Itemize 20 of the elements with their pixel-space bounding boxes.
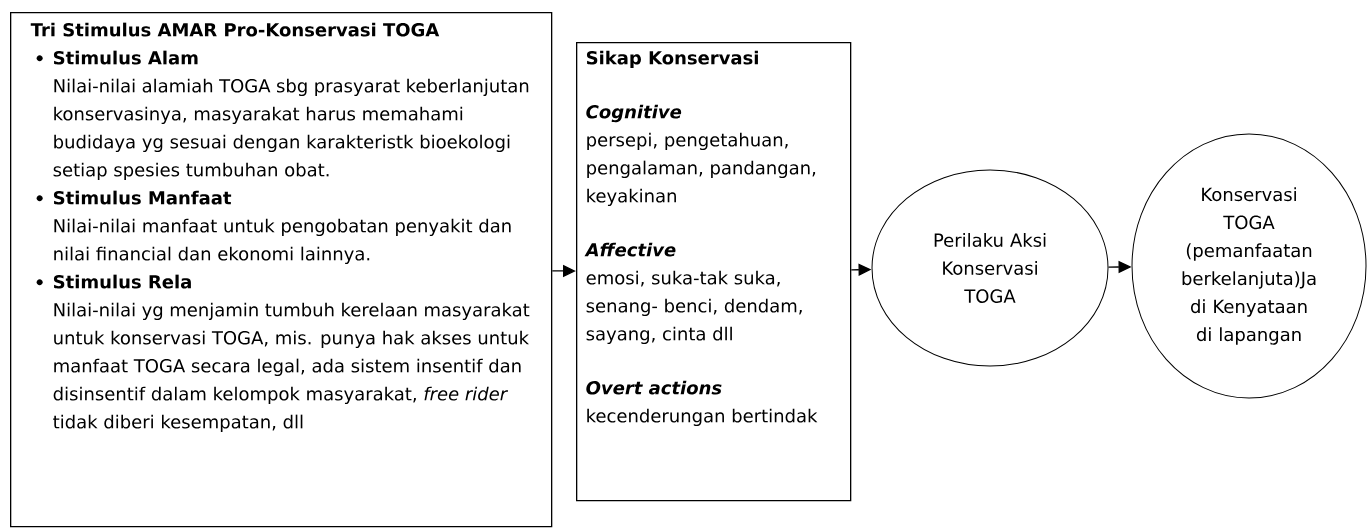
body-text: emosi, suka-tak suka, senang- benci, dendam, sayang, cinta dll [586, 270, 802, 345]
bullet-heading: Stimulus Alam [53, 50, 198, 65]
bullet-heading: Stimulus Manfaat [53, 190, 232, 205]
ellipse [1131, 133, 1367, 399]
ellipse-text: Konservasi TOGA (pemanfaatan berkelanjuta)Ja di Kenyataan di lapangan [1182, 187, 1316, 345]
body-text: Nilai-nilai yg menjamin tumbuh kerelaan masyarakat untuk konservasi TOGA, mis. punya hak akses untuk manfaat TOGA secara legal, ada sistem insentif dan disinsentif dalam kelompok masyarakat, free rider tidak diberi kesempatan, dll [53, 302, 530, 433]
body-text: persepi, pengetahuan, pengalaman, pandangan, keyakinan [587, 132, 816, 207]
subheading: Overt actions [586, 380, 722, 395]
box-heading: Sikap Konservasi [586, 50, 758, 69]
body-text: Nilai-nilai alamiah TOGA sbg prasyarat keberlanjutan konservasinya, masyarakat harus memahami budidaya yg sesuai dengan karakteristk bioekologi setiap spesies tumbuhan obat. [53, 78, 529, 181]
body-text: kecenderungan bertindak [587, 408, 818, 427]
text-box [10, 12, 553, 528]
subheading: Affective [584, 242, 676, 257]
text-box [576, 42, 852, 502]
ellipse [871, 169, 1109, 367]
bullet-heading: Stimulus Rela [53, 274, 191, 289]
subheading: Cognitive [586, 104, 682, 123]
ellipse-text: Perilaku Aksi Konservasi TOGA [934, 233, 1046, 303]
box-heading: Tri Stimulus AMAR Pro-Konservasi TOGA [30, 22, 440, 37]
body-text: Nilai-nilai manfaat untuk pengobatan penyakit dan nilai financial dan ekonomi lainnya. [54, 218, 511, 265]
